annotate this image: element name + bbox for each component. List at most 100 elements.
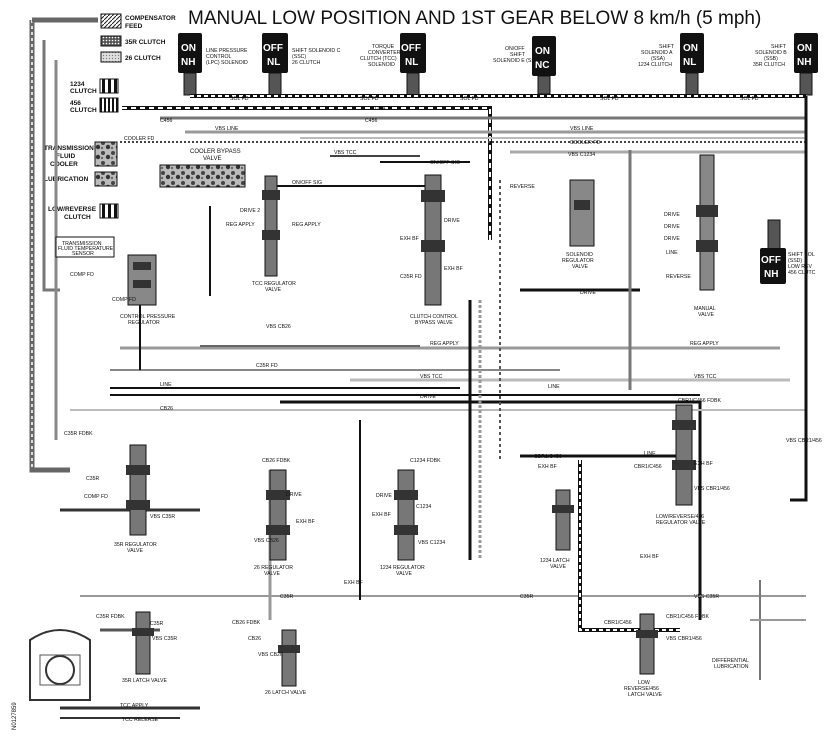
svg-text:EXH BF: EXH BF bbox=[640, 554, 659, 560]
svg-text:DRIVE: DRIVE bbox=[664, 236, 680, 242]
svg-text:EXH BF: EXH BF bbox=[296, 519, 315, 525]
svg-text:CBR1/C456: CBR1/C456 bbox=[604, 620, 632, 626]
svg-text:COMP FD: COMP FD bbox=[112, 297, 136, 303]
solenoid-ssc: OFF NL SHIFT SOLENOID C (SSC) 26 CLUTCH bbox=[262, 33, 341, 96]
svg-text:C35R FD: C35R FD bbox=[256, 363, 278, 369]
svg-text:TCC APPLY: TCC APPLY bbox=[120, 703, 149, 709]
legend-swatch-456 bbox=[99, 97, 119, 113]
svg-text:SOLENOID A: SOLENOID A bbox=[641, 50, 673, 56]
svg-text:REGULATOR: REGULATOR bbox=[128, 320, 160, 326]
solenoid-ssa-sub: NL bbox=[683, 57, 696, 68]
solenoid-ssa: ON NL SHIFT SOLENOID A (SSA) 1234 CLUTCH bbox=[638, 33, 704, 96]
svg-text:REGULATOR: REGULATOR bbox=[562, 258, 594, 264]
cooler-label-3: COOLER bbox=[50, 161, 78, 168]
svg-text:C1234: C1234 bbox=[370, 106, 385, 112]
solenoid-ssa-label: SHIFT bbox=[659, 44, 675, 50]
svg-text:DRIVE: DRIVE bbox=[664, 224, 680, 230]
svg-text:26 REGULATOR: 26 REGULATOR bbox=[254, 565, 293, 571]
svg-text:VBS C1234: VBS C1234 bbox=[568, 152, 595, 158]
solenoid-lpc-label: LINE PRESSURE bbox=[206, 48, 248, 54]
svg-text:LATCH VALVE: LATCH VALVE bbox=[628, 692, 663, 698]
svg-text:C456: C456 bbox=[365, 118, 378, 124]
low-reverse-label-2: CLUTCH bbox=[64, 214, 91, 221]
cooler-label: TRANSMISSION bbox=[44, 145, 94, 152]
svg-text:MANUAL: MANUAL bbox=[694, 306, 716, 312]
r26-regulator-valve: 26 REGULATOR VALVE bbox=[254, 469, 293, 577]
differential-lubrication: DIFFERENTIAL LUBRICATION bbox=[712, 658, 749, 670]
svg-text:VALVE: VALVE bbox=[572, 264, 588, 270]
legend-35r-label: 35R CLUTCH bbox=[125, 39, 166, 46]
svg-text:SENSOR: SENSOR bbox=[72, 251, 94, 257]
svg-text:EXH BF: EXH BF bbox=[694, 461, 713, 467]
solenoid-ssd: OFF NH SHIFT SOL (SSD) LOW REV 456 CLUTC bbox=[760, 219, 816, 284]
svg-text:LOW/REVERSE/456: LOW/REVERSE/456 bbox=[656, 514, 704, 520]
svg-text:CB26 FDBK: CB26 FDBK bbox=[262, 458, 291, 464]
svg-text:C35R FDBK: C35R FDBK bbox=[96, 614, 125, 620]
svg-text:CLUTCH (TCC): CLUTCH (TCC) bbox=[360, 56, 397, 62]
low-reverse-label: LOW/REVERSE bbox=[48, 206, 97, 213]
svg-text:LINE: LINE bbox=[160, 382, 172, 388]
svg-text:1234 LATCH: 1234 LATCH bbox=[540, 558, 570, 564]
solenoid-ssb-state: ON bbox=[797, 43, 812, 54]
svg-text:REVERSE: REVERSE bbox=[510, 184, 535, 190]
svg-text:COOLER FD: COOLER FD bbox=[124, 136, 155, 142]
svg-text:BYPASS VALVE: BYPASS VALVE bbox=[415, 320, 453, 326]
svg-text:CBR1/C456: CBR1/C456 bbox=[634, 464, 662, 470]
solenoid-ssb-label: SHIFT bbox=[771, 44, 787, 50]
tcc-regulator-valve: TCC REGULATOR VALVE bbox=[252, 175, 296, 293]
valves: CONTROL PRESSURE REGULATOR TRANSMISSION … bbox=[29, 154, 749, 701]
solenoid-sse-state: ON bbox=[535, 46, 550, 57]
svg-text:SOLENOID B: SOLENOID B bbox=[755, 50, 787, 56]
svg-text:VBS TCC: VBS TCC bbox=[694, 374, 717, 380]
svg-text:LINE: LINE bbox=[644, 451, 656, 457]
svg-text:VBS CBR1/456: VBS CBR1/456 bbox=[786, 438, 822, 444]
svg-text:CBR1/C456 FDBK: CBR1/C456 FDBK bbox=[666, 614, 709, 620]
legend-swatch-1234 bbox=[99, 78, 119, 94]
l26-latch-valve: 26 LATCH VALVE bbox=[265, 629, 307, 696]
svg-text:26 CLUTCH: 26 CLUTCH bbox=[292, 60, 321, 66]
svg-text:TCC RELEASE: TCC RELEASE bbox=[122, 717, 159, 723]
svg-text:DRIVE: DRIVE bbox=[376, 493, 392, 499]
svg-text:SOL FD: SOL FD bbox=[600, 96, 619, 102]
svg-text:ON/OFF SIG: ON/OFF SIG bbox=[292, 180, 322, 186]
legend-swatch-35r bbox=[100, 35, 122, 47]
legend-swatch-compensator bbox=[100, 13, 122, 29]
svg-text:(SSC): (SSC) bbox=[292, 54, 306, 60]
manual-valve: MANUAL VALVE bbox=[694, 154, 718, 318]
svg-text:VBS CBR1/456: VBS CBR1/456 bbox=[694, 486, 730, 492]
svg-text:35R LATCH VALVE: 35R LATCH VALVE bbox=[122, 678, 168, 684]
svg-text:C35R: C35R bbox=[150, 621, 164, 627]
svg-text:SHIFT: SHIFT bbox=[510, 52, 526, 58]
svg-text:EXH BF: EXH BF bbox=[344, 580, 363, 586]
svg-text:LINE: LINE bbox=[548, 384, 560, 390]
svg-text:COMP FD: COMP FD bbox=[84, 494, 108, 500]
svg-text:VBS C35R: VBS C35R bbox=[694, 594, 719, 600]
svg-text:DRIVE: DRIVE bbox=[420, 394, 436, 400]
svg-text:SOLENOID: SOLENOID bbox=[368, 62, 395, 68]
solenoid-lpc: ON NH LINE PRESSURE CONTROL (LPC) SOLENO… bbox=[178, 33, 248, 96]
legend-compensator-label: COMPENSATOR bbox=[125, 15, 176, 22]
torque-converter bbox=[29, 629, 91, 701]
svg-text:VBS CB26: VBS CB26 bbox=[258, 652, 283, 658]
svg-text:C1234 FDBK: C1234 FDBK bbox=[410, 458, 441, 464]
solenoid-tcc-label: TORQUE bbox=[372, 44, 395, 50]
r1234-regulator-valve: 1234 REGULATOR VALVE bbox=[380, 469, 425, 577]
svg-text:1234 REGULATOR: 1234 REGULATOR bbox=[380, 565, 425, 571]
solenoid-ssb: ON NH SHIFT SOLENOID B (SSB) 35R CLUTCH bbox=[753, 33, 818, 96]
temp-sensor-box: TRANSMISSION FLUID TEMPERATURE SENSOR bbox=[55, 236, 115, 258]
svg-text:TCC REGULATOR: TCC REGULATOR bbox=[252, 281, 296, 287]
svg-text:VALVE: VALVE bbox=[127, 548, 143, 554]
svg-text:DIFFERENTIAL: DIFFERENTIAL bbox=[712, 658, 749, 664]
cooler-block: TRANSMISSION FLUID COOLER LUBRICATION LO… bbox=[44, 141, 119, 221]
solenoid-tcc-state: OFF bbox=[401, 43, 421, 54]
svg-text:REVERSE/456: REVERSE/456 bbox=[624, 686, 659, 692]
svg-text:REG APPLY: REG APPLY bbox=[226, 222, 255, 228]
r35-regulator-valve: 35R REGULATOR VALVE bbox=[114, 444, 157, 554]
svg-text:C1234: C1234 bbox=[416, 504, 431, 510]
svg-text:VALVE: VALVE bbox=[265, 287, 281, 293]
svg-text:(SSB): (SSB) bbox=[764, 56, 778, 62]
svg-text:REG APPLY: REG APPLY bbox=[430, 341, 459, 347]
svg-text:LOW: LOW bbox=[638, 680, 650, 686]
svg-text:SOLENOID: SOLENOID bbox=[566, 252, 593, 258]
legend-1234-label-2: CLUTCH bbox=[70, 88, 97, 95]
